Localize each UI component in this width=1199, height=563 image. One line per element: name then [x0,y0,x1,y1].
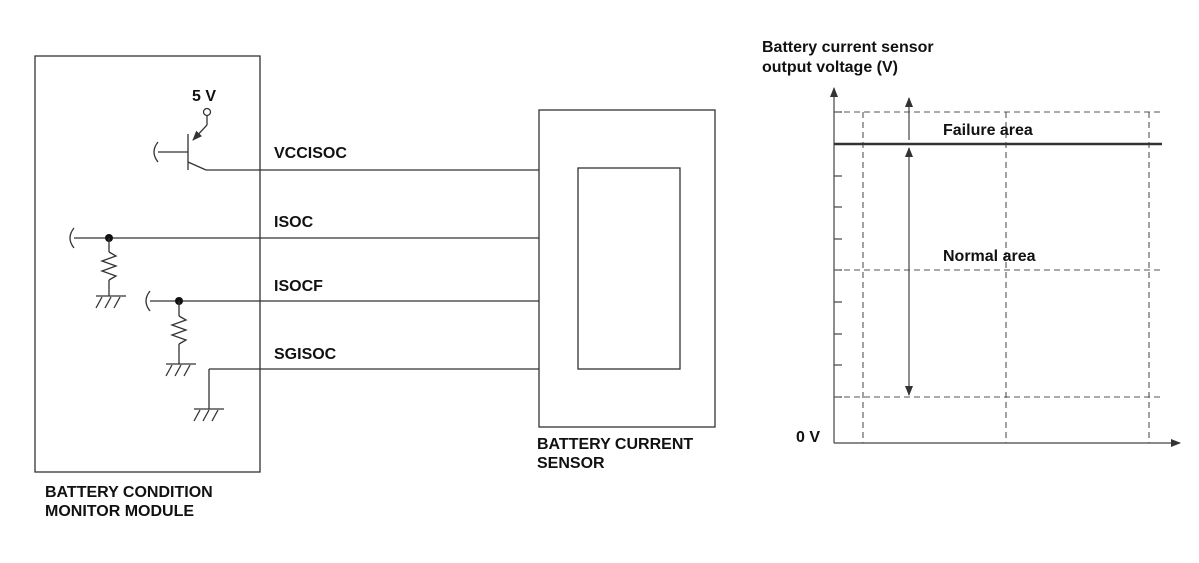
graph-y-title-line1: Battery current sensor [762,39,934,56]
sensor-label-line2: SENSOR [537,455,605,472]
failure-area-label: Failure area [943,122,1033,139]
supply-transistor: 5 V [153,88,260,171]
graph-grid [834,111,1162,443]
sgisoc-ground [193,368,260,422]
supply-terminal [202,107,212,117]
break-symbol [69,227,75,249]
isoc-pulldown [69,227,260,309]
resistor [100,251,118,281]
sensor-label-line1: BATTERY CURRENT [537,436,693,453]
supply-label: 5 V [192,88,216,105]
wire-label-isoc: ISOC [274,214,314,231]
module-block: 5 V [34,55,261,520]
module-label-line2: MONITOR MODULE [45,503,194,520]
isocf-pulldown [145,290,260,377]
normal-area-label: Normal area [943,248,1036,265]
wire-label-sgisoc: SGISOC [274,346,337,363]
sensor-block: BATTERY CURRENT SENSOR [537,109,716,472]
wire-label-isocf: ISOCF [274,278,323,295]
break-symbol [145,290,151,312]
wire-label-vccisoc: VCCISOC [274,145,347,162]
voltage-graph: Battery current sensor output voltage (V… [762,39,1181,447]
resistor [170,315,188,345]
wire-harness: VCCISOC ISOC ISOCF SGISOC [260,145,539,370]
graph-y-ticks [834,111,842,398]
module-label-line1: BATTERY CONDITION [45,484,213,501]
sensor-box [538,109,716,428]
sensor-element [577,167,681,370]
zero-volt-label: 0 V [796,429,820,446]
module-box [34,55,261,473]
break-symbol [153,141,159,163]
graph-y-title-line2: output voltage (V) [762,59,898,76]
